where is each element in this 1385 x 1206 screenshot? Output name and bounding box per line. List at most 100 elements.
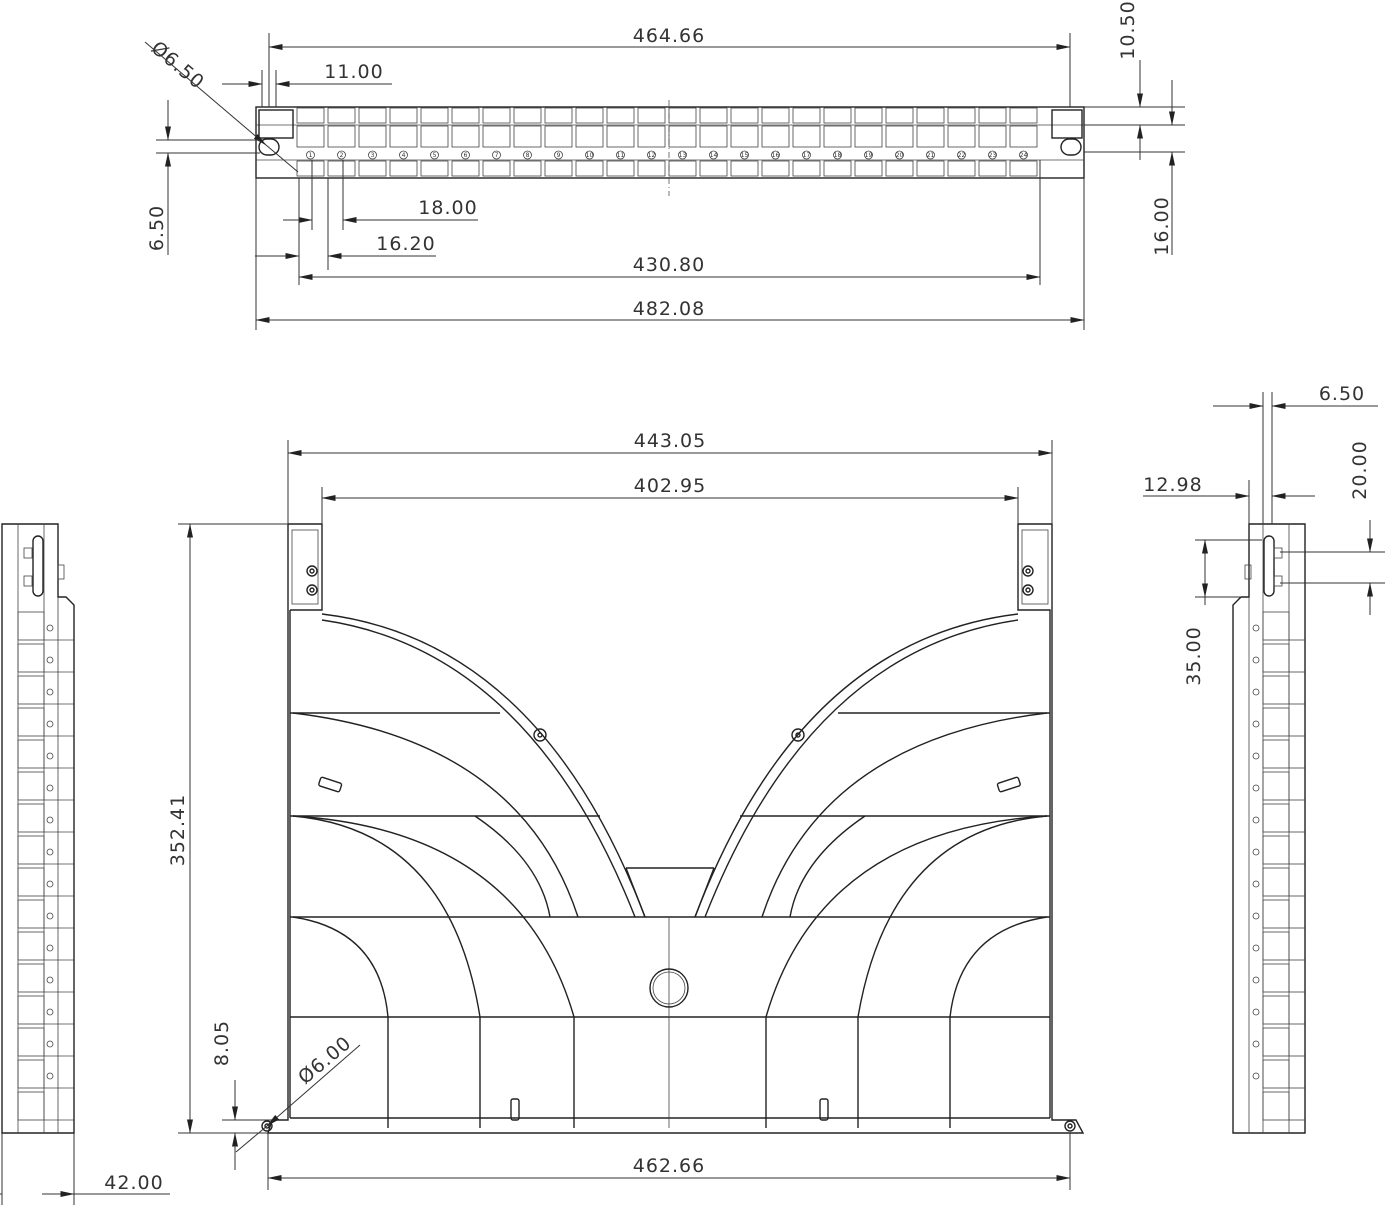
port-mid-cell bbox=[885, 125, 914, 148]
port-bottom-cell bbox=[358, 160, 387, 177]
side-cell bbox=[17, 995, 45, 1025]
port-mid-cell bbox=[389, 125, 418, 148]
port-mid-cell bbox=[420, 125, 449, 148]
side-cell bbox=[17, 675, 45, 705]
side-cell bbox=[17, 867, 45, 897]
side-cell bbox=[1262, 963, 1290, 993]
dim-hole-height: 6.50 bbox=[146, 205, 168, 251]
dim-ports-span: 430.80 bbox=[633, 254, 705, 276]
side-cell bbox=[1262, 1091, 1290, 1121]
port-mid-cell bbox=[854, 125, 883, 148]
port-number-circle bbox=[833, 150, 842, 160]
port-mid-cell bbox=[823, 125, 852, 148]
port-number-circle bbox=[492, 150, 501, 160]
port-bottom-cell bbox=[978, 160, 1007, 177]
port-number-circle bbox=[306, 150, 315, 160]
dim-tray-inner-width: 402.95 bbox=[634, 475, 706, 497]
port-bottom-cell bbox=[668, 160, 697, 177]
port-number: 7 bbox=[495, 152, 499, 159]
dim-bottom-width: 462.66 bbox=[633, 1155, 705, 1177]
port-number-circle bbox=[864, 150, 873, 160]
port-bottom-cell bbox=[730, 160, 759, 177]
dim-tray-outer-width: 443.05 bbox=[634, 430, 706, 452]
port-mid-cell bbox=[327, 125, 356, 148]
port-number-circle bbox=[430, 150, 439, 160]
dim-side-thickness: 6.50 bbox=[1319, 383, 1365, 405]
port-bottom-cell bbox=[792, 160, 821, 177]
port-number-circle bbox=[461, 150, 470, 160]
port-mid-cell bbox=[916, 125, 945, 148]
side-cell bbox=[1262, 707, 1290, 737]
port-top-cell bbox=[1009, 107, 1038, 124]
side-cell bbox=[17, 1091, 45, 1121]
dim-total-width: 482.08 bbox=[633, 298, 705, 320]
port-mid-cell bbox=[761, 125, 790, 148]
port-number: 1 bbox=[309, 152, 313, 159]
port-top-cell bbox=[420, 107, 449, 124]
side-cell bbox=[1262, 739, 1290, 769]
port-number: 10 bbox=[586, 152, 594, 159]
dim-port-pitch: 18.00 bbox=[418, 197, 477, 219]
port-bottom-cell bbox=[947, 160, 976, 177]
side-cell bbox=[1262, 931, 1290, 961]
port-number: 20 bbox=[896, 152, 904, 159]
port-bottom-cell bbox=[699, 160, 728, 177]
side-hole bbox=[46, 752, 54, 760]
side-hole bbox=[46, 912, 54, 920]
port-bottom-cell bbox=[327, 160, 356, 177]
port-number: 18 bbox=[834, 152, 842, 159]
port-mid-cell bbox=[1009, 125, 1038, 148]
port-bottom-cell bbox=[544, 160, 573, 177]
port-number: 8 bbox=[526, 152, 530, 159]
side-cell bbox=[1262, 771, 1290, 801]
side-cell bbox=[17, 1059, 45, 1089]
right-ear bbox=[1051, 109, 1083, 139]
port-bottom-cell bbox=[575, 160, 604, 177]
port-number: 3 bbox=[371, 152, 375, 159]
port-mid-cell bbox=[482, 125, 511, 148]
side-cell bbox=[17, 707, 45, 737]
port-mid-cell bbox=[544, 125, 573, 148]
side-cell bbox=[1262, 835, 1290, 865]
port-mid-cell bbox=[668, 125, 697, 148]
dim-hole-offset: 11.00 bbox=[324, 61, 383, 83]
port-number-circle bbox=[585, 150, 594, 160]
port-number: 15 bbox=[741, 152, 749, 159]
side-hole bbox=[1252, 624, 1260, 632]
side-hole bbox=[1252, 880, 1260, 888]
side-hole bbox=[46, 1072, 54, 1080]
port-number: 6 bbox=[464, 152, 468, 159]
dim-top-height: 10.50 bbox=[1117, 0, 1139, 59]
side-hole bbox=[46, 656, 54, 664]
port-top-cell bbox=[327, 107, 356, 124]
side-hole bbox=[46, 720, 54, 728]
port-bottom-cell bbox=[823, 160, 852, 177]
port-number-circle bbox=[895, 150, 904, 160]
side-cell bbox=[17, 1027, 45, 1057]
side-cell bbox=[1262, 803, 1290, 833]
right-mount-hole bbox=[1060, 138, 1082, 156]
port-bottom-cell bbox=[761, 160, 790, 177]
port-number: 5 bbox=[433, 152, 437, 159]
side-hole bbox=[46, 848, 54, 856]
top-view bbox=[261, 523, 1085, 1134]
port-top-cell bbox=[544, 107, 573, 124]
dim-side-offset: 12.98 bbox=[1143, 474, 1202, 496]
port-number: 19 bbox=[865, 152, 873, 159]
port-mid-cell bbox=[513, 125, 542, 148]
port-number-circle bbox=[647, 150, 656, 160]
port-number: 14 bbox=[710, 152, 718, 159]
side-hole bbox=[1252, 944, 1260, 952]
port-number-circle bbox=[368, 150, 377, 160]
side-hole bbox=[1252, 816, 1260, 824]
port-number: 24 bbox=[1020, 152, 1028, 159]
side-cell bbox=[17, 643, 45, 673]
dim-hole-diameter: Ø6.50 bbox=[147, 37, 209, 94]
port-mid-cell bbox=[451, 125, 480, 148]
port-number-circle bbox=[771, 150, 780, 160]
side-hole bbox=[1252, 1040, 1260, 1048]
side-cell bbox=[1262, 867, 1290, 897]
port-number: 9 bbox=[557, 152, 561, 159]
port-top-cell bbox=[637, 107, 666, 124]
